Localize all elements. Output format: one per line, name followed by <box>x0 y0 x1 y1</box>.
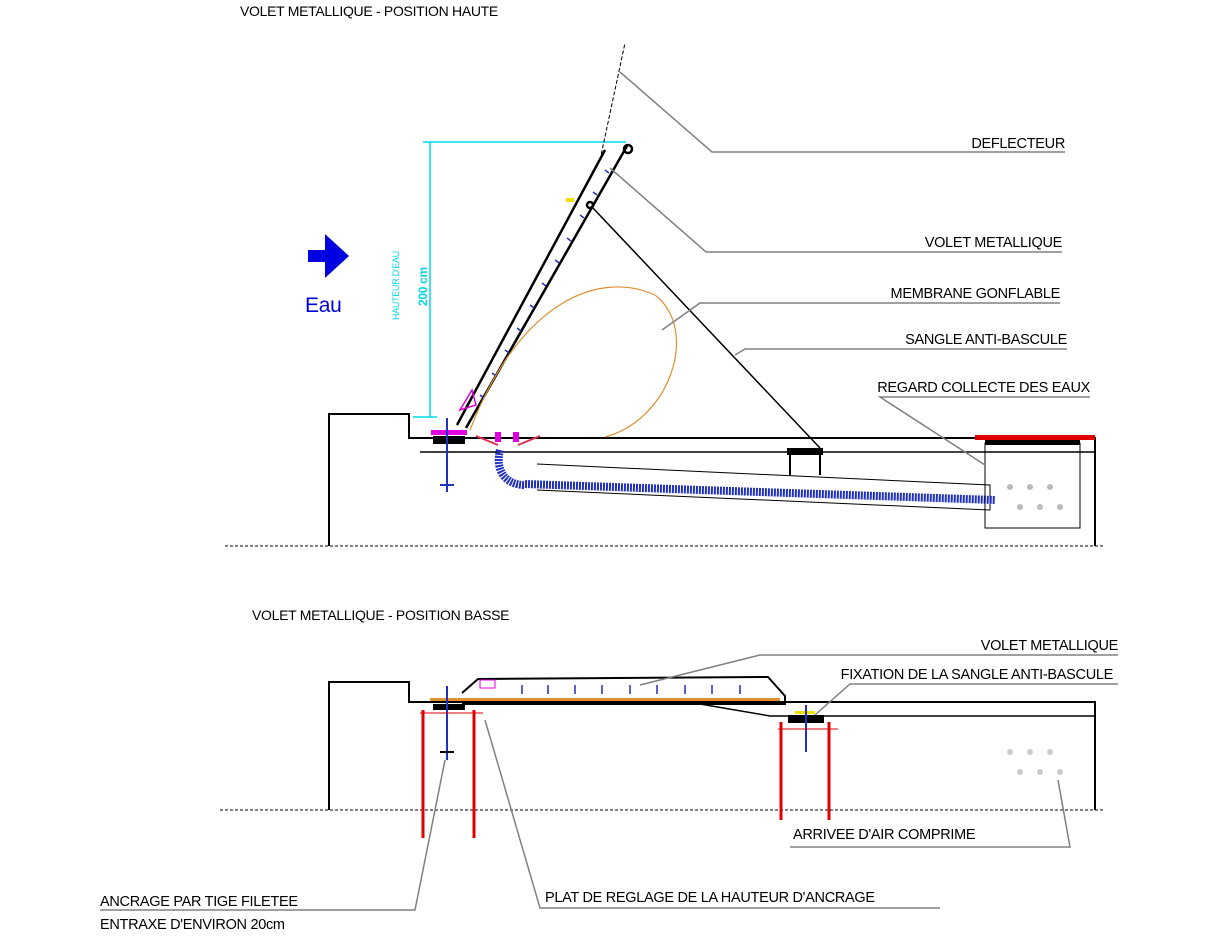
dimension-label: HAUTEUR D'EAU <box>391 251 401 320</box>
strap-clip <box>566 198 574 202</box>
inflatable-membrane <box>469 286 678 438</box>
label-volet-metallique: VOLET METALLIQUE <box>925 235 1063 251</box>
hinge-anchor-top <box>431 388 477 492</box>
air-conduit <box>524 463 996 511</box>
water-flow-arrow-icon <box>308 234 349 278</box>
top-section-title: VOLET METALLIQUE - POSITION HAUTE <box>240 3 498 19</box>
label-regard-collecte: REGARD COLLECTE DES EAUX <box>877 380 1090 396</box>
concrete-base-bottom <box>328 681 1096 810</box>
label-volet-metallique-bas: VOLET METALLIQUE <box>981 638 1119 654</box>
anti-tip-strap <box>591 206 821 449</box>
label-ancrage: ANCRAGE PAR TIGE FILETEE <box>100 894 298 910</box>
height-dimension <box>413 141 626 418</box>
label-sangle-anti-bascule: SANGLE ANTI-BASCULE <box>905 332 1068 348</box>
label-arrivee-air: ARRIVEE D'AIR COMPRIME <box>793 827 976 843</box>
label-fixation-sangle: FIXATION DE LA SANGLE ANTI-BASCULE <box>841 667 1114 683</box>
metal-flap-raised <box>455 143 634 429</box>
deflector <box>599 42 626 161</box>
top-leaders <box>609 71 1090 466</box>
bottom-section-title: VOLET METALLIQUE - POSITION BASSE <box>252 607 509 623</box>
air-inlet-bottom <box>1007 749 1063 775</box>
flap-ribs <box>479 169 610 399</box>
label-membrane-gonflable: MEMBRANE GONFLABLE <box>891 286 1061 302</box>
label-plat-reglage: PLAT DE REGLAGE DE LA HAUTEUR D'ANCRAGE <box>545 890 875 906</box>
dimension-value: 200 cm <box>416 267 430 306</box>
strap-anchor-bottom <box>778 705 838 820</box>
water-collection-box <box>975 435 1095 529</box>
label-entraxe: ENTRAXE D'ENVIRON 20cm <box>100 917 285 933</box>
hinge-anchor-bottom <box>420 686 483 838</box>
flow-label: Eau <box>305 294 341 317</box>
metal-flap-lowered <box>430 675 786 717</box>
strap-anchor-top <box>787 448 823 475</box>
air-inlet-top <box>475 432 541 489</box>
concrete-base-top <box>328 413 1096 546</box>
label-deflecteur: DEFLECTEUR <box>971 136 1065 152</box>
bottom-leaders <box>100 654 1118 911</box>
